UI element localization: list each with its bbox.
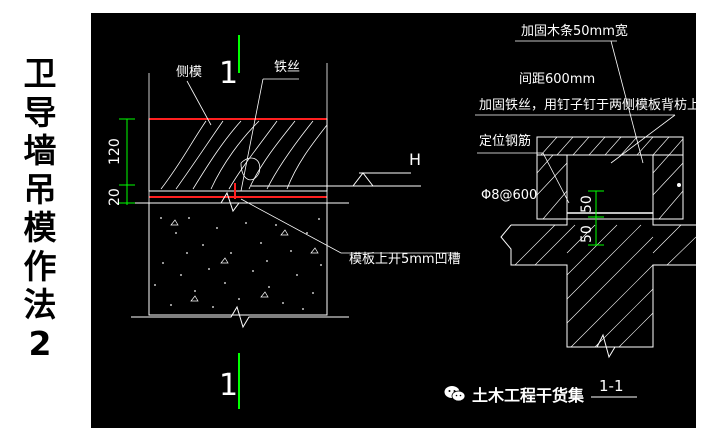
label-bar-spec: Φ8@600 — [481, 188, 537, 203]
concrete-dots — [154, 217, 322, 310]
dim-50-top: 50 — [579, 195, 595, 213]
label-side-form: 侧模 — [176, 65, 202, 80]
section-mark-bottom: 1 — [219, 368, 238, 403]
watermark: 土木工程干货集 — [444, 382, 584, 406]
nail-dot — [677, 183, 681, 187]
dim-20: 20 — [107, 188, 123, 206]
slab-outline — [500, 224, 696, 348]
leader-wire-note — [610, 114, 676, 164]
break-line-top — [131, 191, 349, 213]
wood-hatch — [160, 120, 328, 190]
side-form-block — [148, 118, 328, 192]
concrete-aggregate — [170, 219, 319, 302]
right-detail: 加固木条50mm宽 间距600mm 加固铁丝，用钉子钉于两侧模板背枋上 定位钢筋… — [475, 23, 696, 398]
dim-50-bottom: 50 — [579, 225, 595, 243]
cap-hatch — [540, 136, 684, 156]
label-wire: 铁丝 — [274, 60, 300, 75]
label-groove-note: 模板上开5mm凹槽 — [349, 252, 461, 267]
left-detail: 1 — [107, 35, 461, 409]
side-hatch — [536, 154, 684, 220]
label-timber-note: 加固木条50mm宽 — [521, 23, 628, 39]
wall-cavity — [566, 154, 654, 220]
cad-drawing-svg: 1 — [107, 23, 696, 409]
side-form-left — [536, 154, 568, 220]
label-positioning-bar: 定位钢筋 — [479, 133, 531, 149]
section-mark-top: 1 — [219, 56, 238, 91]
slab-hatch — [514, 224, 696, 348]
leader-positioning-bar — [542, 152, 570, 204]
form-sides — [148, 63, 328, 203]
leader-groove — [240, 198, 455, 254]
leader-side-form — [186, 80, 212, 126]
wechat-icon — [444, 386, 466, 402]
elevation-marker — [352, 172, 374, 187]
dim-120: 120 — [107, 138, 123, 165]
watermark-text: 土木工程干货集 — [472, 386, 585, 405]
concrete-block — [148, 202, 328, 316]
side-form-right — [652, 154, 684, 220]
label-wire-note: 加固铁丝，用钉子钉于两侧模板背枋上 — [479, 97, 696, 113]
section-label: 1-1 — [599, 377, 624, 395]
slab-top — [511, 219, 696, 226]
leader-wire — [240, 78, 299, 192]
wall-break — [596, 333, 616, 359]
cad-drawing: 1 — [91, 13, 696, 428]
break-line-bottom — [131, 305, 349, 329]
label-elevation-h: H — [409, 150, 421, 169]
label-spacing-note: 间距600mm — [519, 72, 595, 87]
